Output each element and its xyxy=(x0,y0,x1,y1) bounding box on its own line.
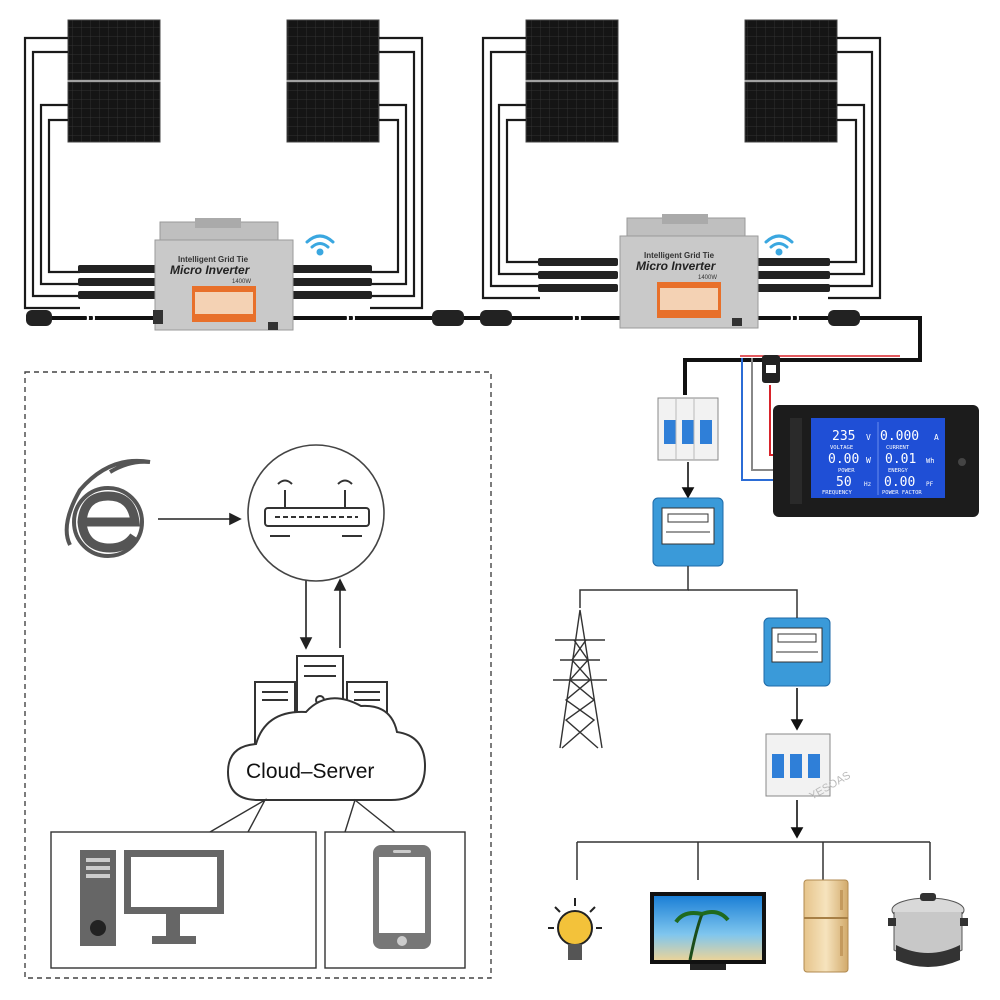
inverter-brand-line: Intelligent Grid Tie xyxy=(178,255,249,264)
micro-inverter: Intelligent Grid Tie Micro Inverter 1400… xyxy=(153,218,294,331)
meter-reset-button[interactable] xyxy=(958,458,966,466)
cloud-server-badge: Cloud–Server xyxy=(226,697,427,801)
wifi-icon xyxy=(764,234,794,256)
frequency-unit: Hz xyxy=(864,481,872,488)
inverter-brand-line: Intelligent Grid Tie xyxy=(644,251,715,260)
solar-panel xyxy=(286,81,380,143)
television-icon xyxy=(650,892,766,970)
smartphone-icon[interactable] xyxy=(373,845,431,949)
frequency-label: FREQUENCY xyxy=(822,490,852,496)
rice-cooker-icon xyxy=(888,893,968,967)
desktop-computer-icon[interactable] xyxy=(80,850,224,946)
current-unit: A xyxy=(934,433,939,442)
power-factor-label: POWER FACTOR xyxy=(882,490,922,496)
wifi-router-icon[interactable] xyxy=(247,444,385,582)
inverter-rating: 1400W xyxy=(232,279,251,285)
voltage-value: 235 xyxy=(832,429,855,444)
energy-value: 0.01 xyxy=(885,452,916,467)
solar-panel xyxy=(67,81,161,143)
frequency-value: 50 xyxy=(836,475,852,490)
transmission-tower-icon xyxy=(553,609,607,749)
dc-wiring xyxy=(23,36,882,310)
current-label: CURRENT xyxy=(886,445,910,451)
light-bulb-icon xyxy=(548,898,602,960)
power-meter: 235 V 0.000 A VOLTAGE CURRENT 0.00 W 0.0… xyxy=(773,405,979,517)
voltage-unit: V xyxy=(866,433,871,442)
inverter-title: Micro Inverter xyxy=(636,259,717,273)
inverter-title: Micro Inverter xyxy=(170,263,251,277)
cloud-server-label: Cloud–Server xyxy=(246,760,374,783)
wifi-icon xyxy=(305,234,335,256)
solar-panel xyxy=(744,19,838,81)
solar-panel xyxy=(525,19,619,81)
mc4-connectors xyxy=(78,258,830,299)
solar-panel xyxy=(67,19,161,81)
circuit-breaker xyxy=(765,733,831,797)
flow-arrows xyxy=(158,512,347,650)
voltage-label: VOLTAGE xyxy=(830,445,853,451)
monitoring-system-frame xyxy=(24,371,492,979)
internet-explorer-icon[interactable] xyxy=(64,458,151,558)
circuit-breaker xyxy=(657,397,719,461)
power-value: 0.00 xyxy=(828,452,859,467)
inverter-rating: 1400W xyxy=(698,275,717,281)
energy-meter xyxy=(652,497,724,567)
distribution-lines xyxy=(576,566,931,880)
power-factor-unit: PF xyxy=(926,481,934,488)
device-connectors xyxy=(209,798,396,833)
power-factor-value: 0.00 xyxy=(884,475,915,490)
solar-panel xyxy=(525,81,619,143)
flow-arrows xyxy=(681,462,804,839)
solar-panel xyxy=(286,19,380,81)
solar-panels xyxy=(67,19,838,143)
energy-meter xyxy=(763,617,831,687)
current-value: 0.000 xyxy=(880,429,919,444)
power-unit: W xyxy=(866,456,871,465)
energy-label: ENERGY xyxy=(888,468,909,474)
power-label: POWER xyxy=(838,468,855,474)
energy-unit: Wh xyxy=(926,457,934,465)
solar-panel xyxy=(744,81,838,143)
micro-inverter: Intelligent Grid Tie Micro Inverter 1400… xyxy=(619,214,759,329)
refrigerator-icon xyxy=(803,879,849,973)
